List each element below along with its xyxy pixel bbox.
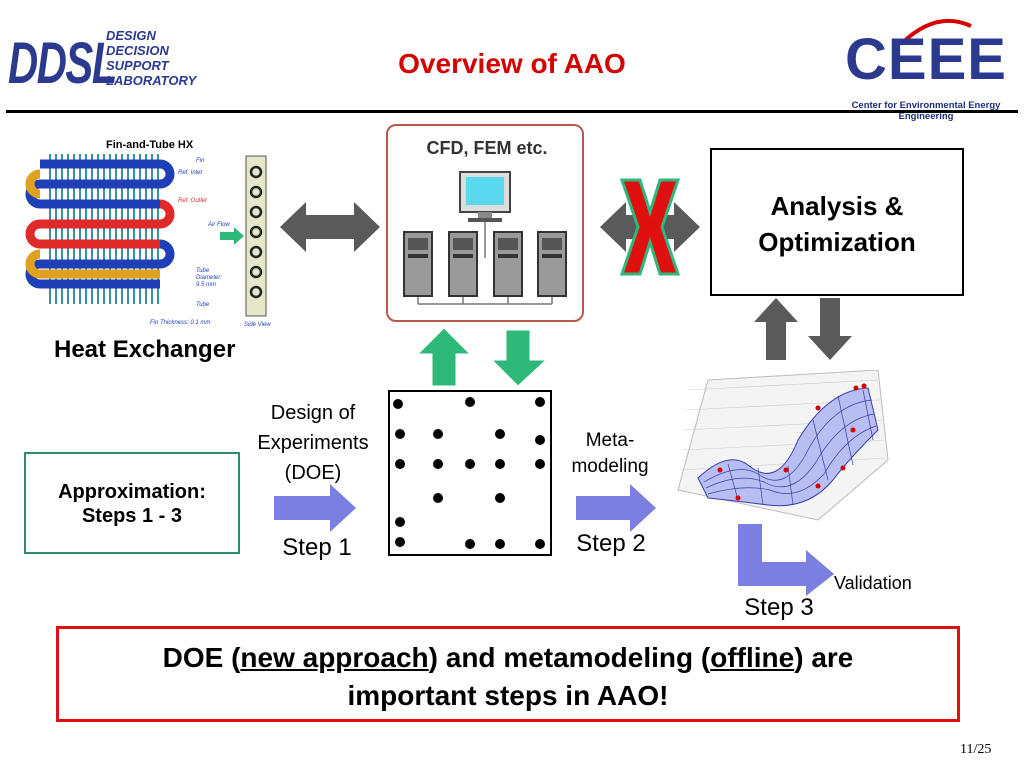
step2-arrow-icon (576, 484, 656, 532)
page-number: 11/25 (960, 742, 992, 757)
hx-tube-diameter-label-1: Tube (196, 268, 210, 274)
step3-label: Step 3 (744, 594, 814, 621)
doe-line-3: (DOE) (284, 462, 342, 484)
hx-ref-outlet-label: Ref. Outlet (178, 198, 207, 204)
hx-fin-thickness-label: Fin Thickness: 0.1 mm (150, 320, 210, 326)
ddsl-logo-text: DDSL (8, 31, 117, 96)
hx-fin-label: Fin (196, 158, 205, 164)
key-statement-part-3: ) are (794, 642, 854, 673)
ceee-swoosh-icon (899, 18, 972, 46)
cfd-fem-title: CFD, FEM etc. (426, 138, 548, 158)
hx-ref-inlet-label: Ref. Inlet (178, 170, 202, 176)
hx-air-flow-label: Air Flow (207, 222, 230, 228)
hx-fins (49, 154, 159, 304)
key-statement-box: DOE (new approach) and metamodeling (off… (56, 626, 960, 722)
up-down-arrows-analysis-icon (754, 298, 852, 360)
slide-title: Overview of AAO (398, 48, 626, 79)
up-down-arrows-cfd-doe-icon (416, 327, 548, 387)
metamodeling-line-1: Meta- (585, 430, 635, 451)
analysis-optimization-label: Analysis & Optimization (712, 188, 962, 260)
hx-tube-label: Tube (196, 302, 210, 308)
analysis-line-1: Analysis & (770, 191, 904, 221)
hx-title: Fin-and-Tube HX (106, 139, 194, 151)
ddsl-logo-lines: DESIGN DECISION SUPPORT LABORATORY (106, 28, 196, 88)
hx-tube-diameter-label-2: Diameter: (196, 275, 222, 281)
doe-line-1: Design of (270, 402, 356, 424)
step2-label: Step 2 (576, 530, 646, 557)
ddsl-line-support: SUPPORT (106, 58, 169, 73)
validation-label: Validation (834, 573, 912, 593)
heat-exchanger-figure: Fin-and-Tube HX Fin Ref. Inlet Ref. O (10, 132, 278, 332)
heat-exchanger-label: Heat Exchanger (54, 336, 236, 363)
ceee-logo: CEEE Center for Environmental Energy Eng… (836, 16, 1016, 122)
ddsl-logo: DDSL DESIGN DECISION SUPPORT LABORATORY (8, 22, 198, 112)
ddsl-line-decision: DECISION (106, 43, 169, 58)
ddsl-line-design: DESIGN (106, 28, 156, 43)
step3-arrow-icon (738, 524, 834, 596)
double-arrow-hx-cfd-icon (280, 202, 380, 252)
ddsl-line-laboratory: LABORATORY (106, 73, 197, 88)
key-statement-part-2: ) and metamodeling ( (428, 642, 711, 673)
ceee-logo-subtitle: Center for Environmental Energy Engineer… (851, 100, 1001, 122)
doe-sample-points (393, 397, 545, 549)
approximation-box: Approximation: Steps 1 - 3 (24, 452, 240, 554)
cfd-fem-box: CFD, FEM etc. (386, 124, 584, 322)
doe-sample-grid (388, 390, 552, 556)
computer-cluster-icon (403, 171, 567, 305)
approximation-line-1: Approximation: (58, 481, 206, 503)
key-statement-part-1: DOE ( (162, 642, 241, 673)
metamodeling-label: Meta- modeling (560, 428, 660, 480)
analysis-optimization-box: Analysis & Optimization (710, 148, 964, 296)
metamodel-surface-plot (677, 370, 889, 521)
key-statement-line-2: important steps in AAO! (347, 680, 669, 711)
hx-tube-diameter-label-3: 9.5 mm (196, 282, 216, 288)
doe-label: Design of Experiments (DOE) (238, 398, 388, 488)
step1-label: Step 1 (282, 534, 352, 561)
key-statement-line-1: DOE (new approach) and metamodeling (off… (59, 639, 957, 677)
approximation-line-2: Steps 1 - 3 (81, 505, 183, 527)
doe-line-2: Experiments (257, 432, 369, 454)
hx-side-view-label: Side View (244, 322, 271, 328)
key-statement-offline: offline (710, 642, 795, 673)
step1-arrow-icon (274, 484, 356, 532)
red-cross-icon (619, 178, 681, 276)
hx-air-flow-arrow-icon (220, 227, 244, 245)
key-statement: DOE (new approach) and metamodeling (off… (59, 639, 957, 715)
key-statement-new-approach: new approach (240, 642, 429, 673)
header-divider (6, 110, 1018, 113)
approximation-label: Approximation: Steps 1 - 3 (26, 480, 238, 528)
ceee-logo-text: CEEE (845, 27, 1007, 92)
heat-exchanger-diagram: Fin-and-Tube HX Fin Ref. Inlet Ref. O (25, 139, 271, 328)
hx-tubes (25, 159, 175, 289)
analysis-line-2: Optimization (758, 227, 916, 257)
metamodeling-line-2: modeling (571, 456, 649, 477)
server-racks (403, 231, 567, 297)
